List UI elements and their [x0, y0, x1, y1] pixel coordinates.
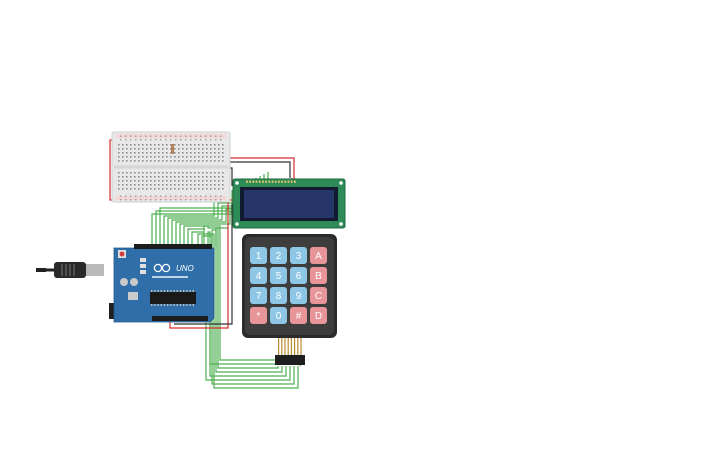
resistor[interactable] — [171, 144, 174, 154]
board-logo-text: UNO — [176, 264, 194, 273]
atmega-chip — [150, 292, 196, 304]
keypad-key-8[interactable]: 8 — [270, 287, 287, 304]
keypad-ribbon — [278, 338, 302, 355]
arduino-infinity-icon — [153, 263, 171, 273]
keypad-key-label: * — [257, 311, 261, 322]
led — [140, 270, 146, 274]
keypad-key-label: 4 — [256, 271, 262, 282]
capacitor — [130, 278, 138, 286]
keypad-key-label: D — [315, 311, 322, 322]
arduino-uno[interactable]: UNO — [36, 244, 215, 323]
breadboard-holes — [118, 135, 224, 201]
breadboard[interactable] — [111, 131, 231, 203]
led — [140, 264, 146, 268]
capacitor — [120, 278, 128, 286]
keypad-key-6[interactable]: 6 — [290, 267, 307, 284]
keypad-key-D[interactable]: D — [310, 307, 327, 324]
keypad-key-0[interactable]: 0 — [270, 307, 287, 324]
lcd-display[interactable] — [232, 178, 346, 229]
breadboard-power-rail-bottom — [116, 196, 226, 200]
board-silkscreen — [152, 276, 188, 278]
crystal — [128, 292, 138, 300]
lcd-mount-hole — [339, 222, 343, 226]
keypad-key-4[interactable]: 4 — [250, 267, 267, 284]
keypad-key-label: B — [315, 271, 322, 282]
chip-pins — [151, 290, 194, 306]
lcd-header-pins — [246, 180, 296, 183]
reset-button-cap — [119, 251, 125, 257]
keypad[interactable]: 1 2 3 A 4 5 6 B 7 8 9 C * 0 # D — [242, 234, 337, 365]
lcd-mount-hole — [339, 181, 343, 185]
keypad-key-9[interactable]: 9 — [290, 287, 307, 304]
keypad-key-#[interactable]: # — [290, 307, 307, 324]
digital-header — [134, 244, 212, 249]
usb-plug-tip — [36, 268, 46, 272]
keypad-key-label: 2 — [276, 251, 282, 262]
keypad-key-label: 9 — [296, 291, 302, 302]
green-wires-lcd — [151, 172, 269, 246]
keypad-connector[interactable] — [275, 338, 305, 365]
lcd-mount-hole — [235, 222, 239, 226]
usb-plug-grip — [61, 264, 75, 276]
keypad-key-label: 3 — [296, 251, 302, 262]
keypad-key-label: 1 — [256, 251, 262, 262]
keypad-key-5[interactable]: 5 — [270, 267, 287, 284]
keypad-key-label: # — [296, 311, 302, 322]
keypad-key-label: 0 — [276, 311, 282, 322]
usb-port — [86, 264, 104, 276]
keypad-key-B[interactable]: B — [310, 267, 327, 284]
keypad-key-label: 7 — [256, 291, 262, 302]
lcd-mount-hole — [235, 181, 239, 185]
keypad-key-7[interactable]: 7 — [250, 287, 267, 304]
keypad-key-label: C — [315, 291, 322, 302]
keypad-key-C[interactable]: C — [310, 287, 327, 304]
keypad-key-label: 6 — [296, 271, 302, 282]
led — [140, 258, 146, 262]
keypad-key-label: A — [315, 251, 322, 262]
keypad-key-1[interactable]: 1 — [250, 247, 267, 264]
keypad-key-2[interactable]: 2 — [270, 247, 287, 264]
analog-power-header — [152, 316, 208, 321]
keypad-keys: 1 2 3 A 4 5 6 B 7 8 9 C * 0 # D — [250, 247, 327, 324]
keypad-key-A[interactable]: A — [310, 247, 327, 264]
lcd-screen — [244, 190, 334, 218]
keypad-key-*[interactable]: * — [250, 307, 267, 324]
keypad-key-3[interactable]: 3 — [290, 247, 307, 264]
keypad-key-label: 5 — [276, 271, 282, 282]
keypad-key-label: 8 — [276, 291, 282, 302]
